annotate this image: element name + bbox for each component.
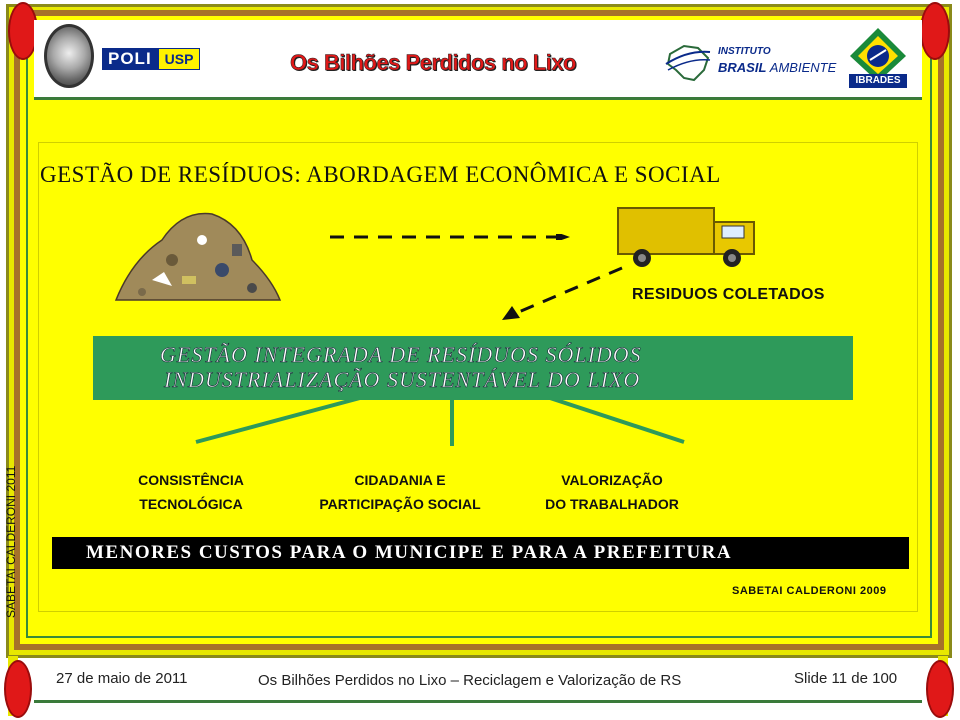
corner-ornament-bottom-right <box>926 660 954 718</box>
ambiente-label: AMBIENTE <box>769 60 837 75</box>
brasil-label: BRASIL <box>718 60 767 75</box>
trash-pile-icon <box>114 212 282 301</box>
garbage-truck-icon <box>617 207 755 267</box>
dashed-arrow-right <box>330 234 570 240</box>
corner-ornament-top-right <box>920 2 950 60</box>
ibrades-label: IBRADES <box>849 74 907 88</box>
green-banner-line2: INDUSTRIALIZAÇÃO SUSTENTÁVEL DO LIXO <box>164 367 641 393</box>
footer-rule <box>34 700 922 703</box>
column-label-line2: TECNOLÓGICA <box>139 496 243 512</box>
instituto-label: INSTITUTO <box>718 46 771 57</box>
conclusion-text: MENORES CUSTOS PARA O MUNICIPE E PARA A … <box>86 542 733 563</box>
green-banner <box>93 336 853 400</box>
column-label-line2: PARTICIPAÇÃO SOCIAL <box>319 496 481 512</box>
brazil-map-icon <box>665 44 711 82</box>
header-band: POLI USP Os Bilhões Perdidos no Lixo INS… <box>34 20 922 100</box>
corner-ornament-bottom-left <box>4 660 32 718</box>
header-title: Os Bilhões Perdidos no Lixo <box>290 50 577 76</box>
footer-date: 27 de maio de 2011 <box>56 670 188 687</box>
branch-connectors <box>195 398 685 446</box>
brasil-ambiente-label: BRASIL AMBIENTE <box>718 60 836 75</box>
seal-logo-icon <box>44 24 94 88</box>
column-valorizacao: VALORIZAÇÃO DO TRABALHADOR <box>514 468 710 516</box>
footer-title: Os Bilhões Perdidos no Lixo – Reciclagem… <box>258 672 682 689</box>
green-banner-line1: GESTÃO INTEGRADA DE RESÍDUOS SÓLIDOS <box>160 342 642 368</box>
conclusion-bar <box>52 537 909 569</box>
poli-usp-logo: POLI USP <box>102 48 201 70</box>
poli-logo-text: POLI <box>102 48 158 70</box>
usp-logo-text: USP <box>157 48 201 70</box>
dashed-arrow-down-left <box>502 266 623 320</box>
ibrades-diamond-icon <box>850 28 906 82</box>
column-consistencia: CONSISTÊNCIA TECNOLÓGICA <box>108 468 274 516</box>
slide-counter: Slide 11 de 100 <box>794 670 898 687</box>
side-vertical-credit: SABETAI CALDERONI 2011 <box>4 465 18 618</box>
footer-band <box>34 660 922 700</box>
column-cidadania: CIDADANIA E PARTICIPAÇÃO SOCIAL <box>290 468 510 516</box>
residuos-coletados-label: RESIDUOS COLETADOS <box>632 286 825 303</box>
author-credit: SABETAI CALDERONI 2009 <box>732 585 887 597</box>
column-label-line1: CIDADANIA E <box>354 472 446 488</box>
slide-heading: GESTÃO DE RESÍDUOS: ABORDAGEM ECONÔMICA … <box>40 162 721 187</box>
column-label-line2: DO TRABALHADOR <box>545 496 679 512</box>
column-label-line1: CONSISTÊNCIA <box>138 472 244 488</box>
column-label-line1: VALORIZAÇÃO <box>561 472 663 488</box>
